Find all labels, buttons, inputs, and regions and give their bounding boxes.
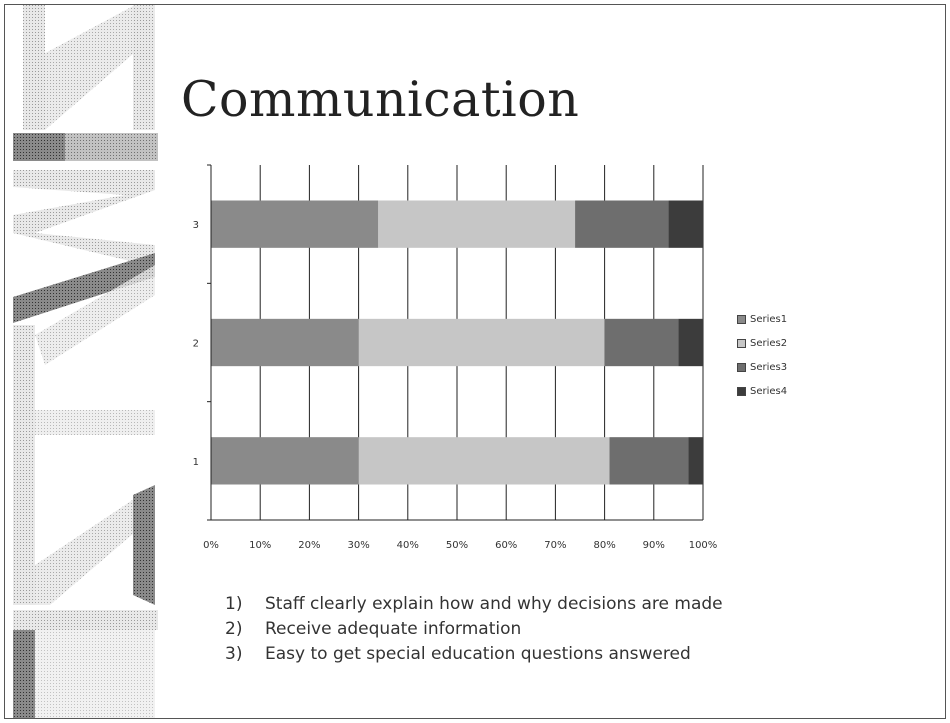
legend-swatch (737, 362, 746, 372)
legend-label: Series4 (750, 385, 788, 397)
item-number: 2) (225, 619, 243, 639)
x-tick-labels: 0% 10% 20% 30% 40% 50% 60% 70% 80% 90% 100% (203, 540, 717, 551)
survey-item-list: 1) Staff clearly explain how and why deci… (225, 592, 723, 667)
bar-segment (358, 437, 610, 485)
legend-label: Series2 (750, 337, 788, 349)
bar-segment (211, 437, 359, 485)
x-tick-label: 10% (249, 540, 271, 551)
bar-segment (211, 200, 379, 248)
legend-swatch (737, 386, 746, 396)
stacked-bar-chart: 0% 10% 20% 30% 40% 50% 60% 70% 80% 90% 100% 1 2 3 (193, 164, 717, 551)
item-number: 1) (225, 594, 243, 614)
legend-label: Series3 (750, 361, 788, 373)
item-text: Receive adequate information (265, 619, 522, 639)
x-tick-label: 100% (689, 540, 718, 551)
legend-item: Series1 (737, 310, 787, 328)
chart-bars (211, 200, 703, 485)
x-tick-label: 70% (544, 540, 566, 551)
x-tick-label: 50% (446, 540, 468, 551)
list-item: 1) Staff clearly explain how and why deci… (225, 592, 723, 617)
bar-segment (604, 318, 679, 367)
x-tick-label: 40% (397, 540, 419, 551)
bar-segment (358, 318, 605, 367)
x-tick-label: 20% (298, 540, 320, 551)
bar-segment (668, 200, 703, 248)
bar-segment (575, 200, 669, 248)
legend-swatch (737, 338, 746, 348)
y-tick-label: 3 (193, 220, 199, 231)
legend-item: Series3 (737, 358, 787, 376)
legend-item: Series2 (737, 334, 787, 352)
slide: Communication 0% 10% 20% 30% 40% 50% 60% 70% 80%… (4, 4, 946, 719)
decorative-ribbon-logo (13, 5, 158, 718)
item-text: Easy to get special education questions … (265, 644, 691, 664)
y-tick-labels: 1 2 3 (193, 220, 199, 468)
legend-label: Series1 (750, 313, 788, 325)
legend-swatch (737, 314, 746, 324)
bar-segment (211, 318, 359, 367)
chart-axes (207, 164, 703, 521)
slide-title: Communication (181, 71, 580, 128)
item-text: Staff clearly explain how and why decisi… (265, 594, 723, 614)
bar-segment (678, 318, 703, 367)
list-item: 3) Easy to get special education question… (225, 642, 723, 667)
x-tick-label: 60% (495, 540, 517, 551)
x-tick-label: 30% (347, 540, 369, 551)
list-item: 2) Receive adequate information (225, 617, 723, 642)
x-tick-label: 80% (593, 540, 615, 551)
y-tick-label: 2 (193, 339, 199, 350)
bar-segment (609, 437, 689, 485)
item-number: 3) (225, 644, 243, 664)
bar-segment (688, 437, 703, 485)
x-tick-label: 90% (643, 540, 665, 551)
y-tick-label: 1 (193, 457, 199, 468)
x-tick-label: 0% (203, 540, 219, 551)
legend-item: Series4 (737, 382, 787, 400)
bar-segment (378, 200, 576, 248)
